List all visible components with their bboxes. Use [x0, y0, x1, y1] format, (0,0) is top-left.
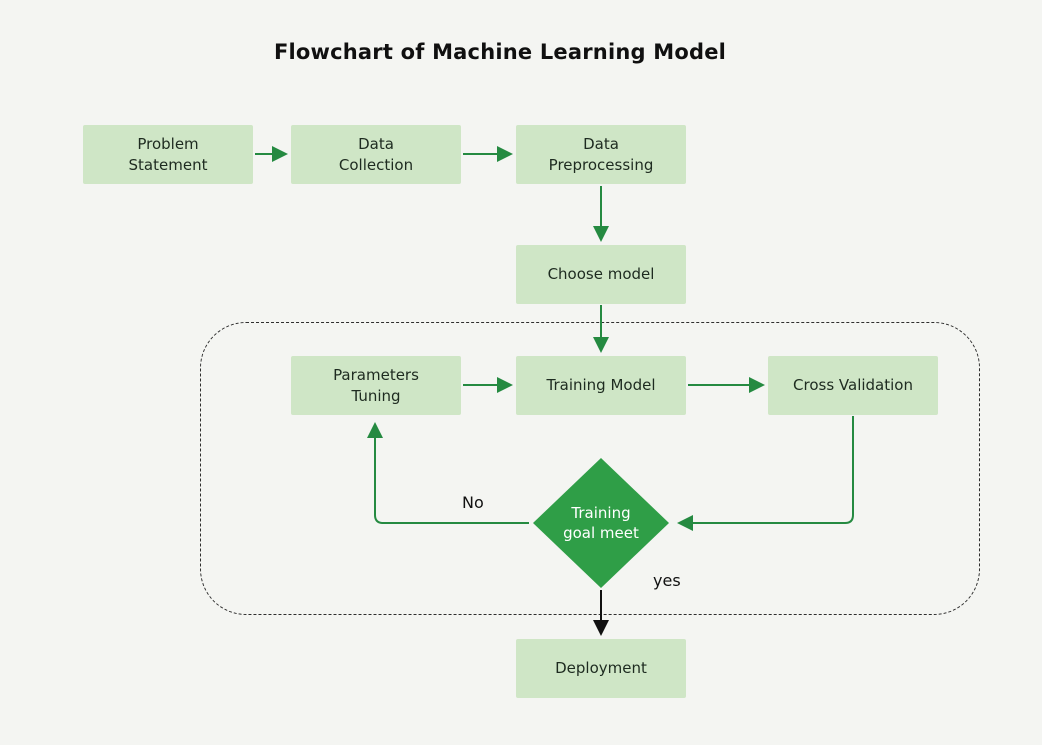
- decision-label: Training goal meet: [563, 503, 639, 542]
- node-data-collection: Data Collection: [291, 125, 461, 184]
- page-title: Flowchart of Machine Learning Model: [273, 40, 727, 64]
- edge-label-yes: yes: [653, 571, 681, 590]
- training-loop-region: [200, 322, 980, 615]
- node-deployment: Deployment: [516, 639, 686, 698]
- node-parameters-tuning: Parameters Tuning: [291, 356, 461, 415]
- node-choose-model: Choose model: [516, 245, 686, 304]
- node-cross-validation: Cross Validation: [768, 356, 938, 415]
- node-training-model: Training Model: [516, 356, 686, 415]
- edge-label-no: No: [462, 493, 484, 512]
- node-data-preprocessing: Data Preprocessing: [516, 125, 686, 184]
- node-problem-statement: Problem Statement: [83, 125, 253, 184]
